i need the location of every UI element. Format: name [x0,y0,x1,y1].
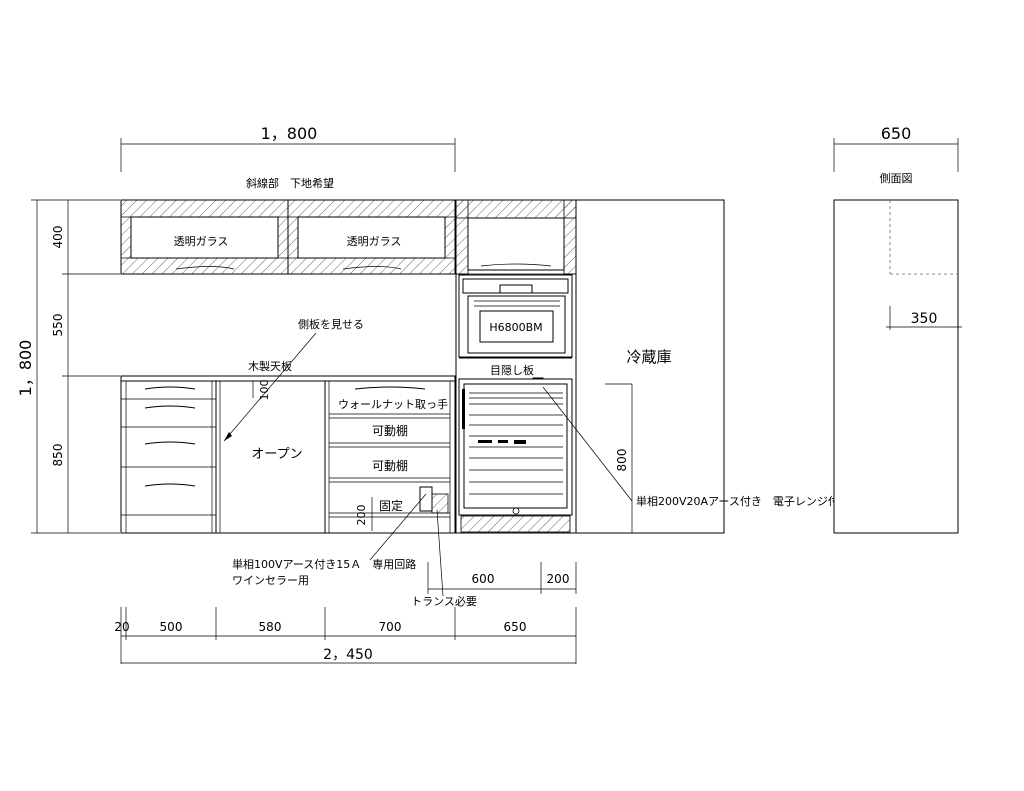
dim-350: 350 [911,311,938,327]
hatch-note: 斜線部 下地希望 [246,176,334,190]
movable-shelf-label-2: 可動棚 [372,458,408,473]
oven: H6800BM [458,274,573,359]
leader-200v [542,386,633,502]
left-dimension-height: 1，800 400 550 850 [16,199,120,534]
dim-upper-width: 1，800 [261,124,318,143]
fixed-label: 固定 [379,498,403,513]
wood-top-label: 木製天板 [248,359,292,373]
dim-total-width: 2，450 [323,647,373,663]
walnut-handle-label: ウォールナット取っ手 [338,397,448,411]
bottom-dimension-total: 2，450 [121,647,576,664]
dimension-600-200: 600 200 [427,562,577,594]
upper-cabinet: 透明ガラス 透明ガラス [120,199,456,275]
drawer-stack [121,386,216,516]
oven-model-label: H6800BM [489,321,542,334]
transformer-box [431,493,449,514]
dim-200-horizontal: 200 [547,572,570,586]
dim-850: 850 [51,444,65,467]
side-view-title: 側面図 [880,172,913,185]
dim-800: 800 [615,449,629,472]
glass-label-left: 透明ガラス [174,235,229,248]
outlet-100v-label-line2: ワインセラー用 [232,574,309,587]
dim-500: 500 [160,620,183,634]
dim-total-height: 1，800 [16,340,35,397]
movable-shelf-label-1: 可動棚 [372,423,408,438]
outlet-100v-label-line1: 単相100Vアース付き15Ａ 専用回路 [232,557,416,571]
base-cabinet [120,375,456,534]
dim-400: 400 [51,226,65,249]
dim-600: 600 [472,572,495,586]
top-dimension-650-side: 650 [833,124,959,172]
dim-700: 700 [379,620,402,634]
leader-side-panel [223,332,317,442]
show-side-panel-label: 側板を見せる [298,317,364,331]
fridge-label: 冷蔵庫 [626,348,671,366]
right-compartment: ウォールナット取っ手 可動棚 可動棚 固定 200 [329,386,450,531]
leader-transformer [436,509,444,597]
open-label: オープン [251,447,302,462]
leader-arrow-side-panel [224,432,232,441]
dim-200-vertical: 200 [355,505,368,526]
wine-cellar [458,378,573,533]
dim-100: 100 [258,380,271,401]
fridge: 冷蔵庫 [575,199,725,534]
tall-unit [455,199,577,534]
side-view: 350 [833,199,962,534]
blind-panel-label: 目隠し板 [490,363,534,377]
top-dimension-1800: 1，800 [120,124,456,172]
dim-side-width: 650 [881,124,912,143]
dim-20: 20 [114,620,129,634]
transformer-label: トランス必要 [411,595,477,608]
glass-label-right: 透明ガラス [347,235,402,248]
dim-580: 580 [259,620,282,634]
dim-550: 550 [51,314,65,337]
leader-100v [369,493,427,561]
dim-650-bottom: 650 [504,620,527,634]
bottom-dimension-segments: 20 500 580 700 650 [114,607,577,664]
